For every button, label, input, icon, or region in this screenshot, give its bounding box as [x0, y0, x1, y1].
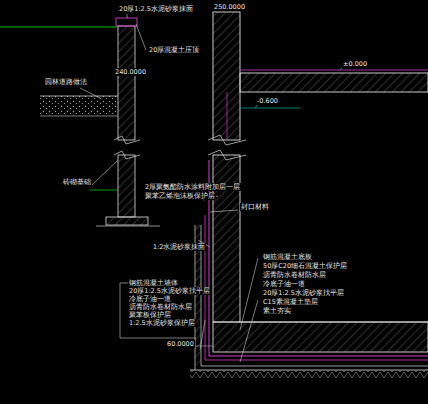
layer-note: 冷底子油一道 — [262, 280, 306, 288]
layer-note: -0.600 — [256, 97, 279, 105]
layer-note: C15素混凝土垫层 — [262, 298, 319, 306]
layer-note: 20厚1:2.5水泥砂浆抹面 — [118, 5, 194, 13]
layer-note: 240.0000 — [114, 68, 147, 76]
layer-note: 砖砌基础 — [62, 178, 92, 186]
layer-note: 20厚1:2.5水泥砂浆找平层 — [262, 289, 345, 297]
layer-note: 50厚C20细石混凝土保护层 — [262, 262, 348, 270]
layer-note: 封口材料 — [240, 203, 270, 211]
layer-note: 聚苯乙烯泡沫板保护层 — [144, 192, 216, 200]
layer-note: 1:2.5水泥砂浆保护层 — [128, 319, 196, 327]
layer-note: 1:2水泥砂浆抹面 — [152, 243, 206, 251]
layer-note: ±0.000 — [342, 60, 368, 68]
layer-note: 沥青防水卷材防水层 — [262, 271, 327, 279]
layer-note: 20厚混凝土压顶 — [148, 46, 200, 54]
layer-note: 园林道路做法 — [44, 78, 88, 86]
layer-note: 素土夯实 — [262, 307, 292, 315]
layer-note: 250.0000 — [213, 3, 246, 11]
layer-note: 20厚1:2.5水泥砂浆找平层 — [128, 287, 211, 295]
layer-note: 60.0000 — [166, 340, 195, 348]
layer-note: 钢筋混凝土底板 — [262, 253, 313, 261]
layer-note: 聚苯板保护层 — [128, 311, 172, 319]
layer-note: 钢筋混凝土墙体 — [128, 279, 179, 287]
layer-note: 冷底子油一道 — [128, 295, 172, 303]
layer-note: 2厚聚氨酯防水涂料附加层一层 — [144, 183, 241, 191]
layer-note: 沥青防水卷材防水层 — [128, 303, 193, 311]
